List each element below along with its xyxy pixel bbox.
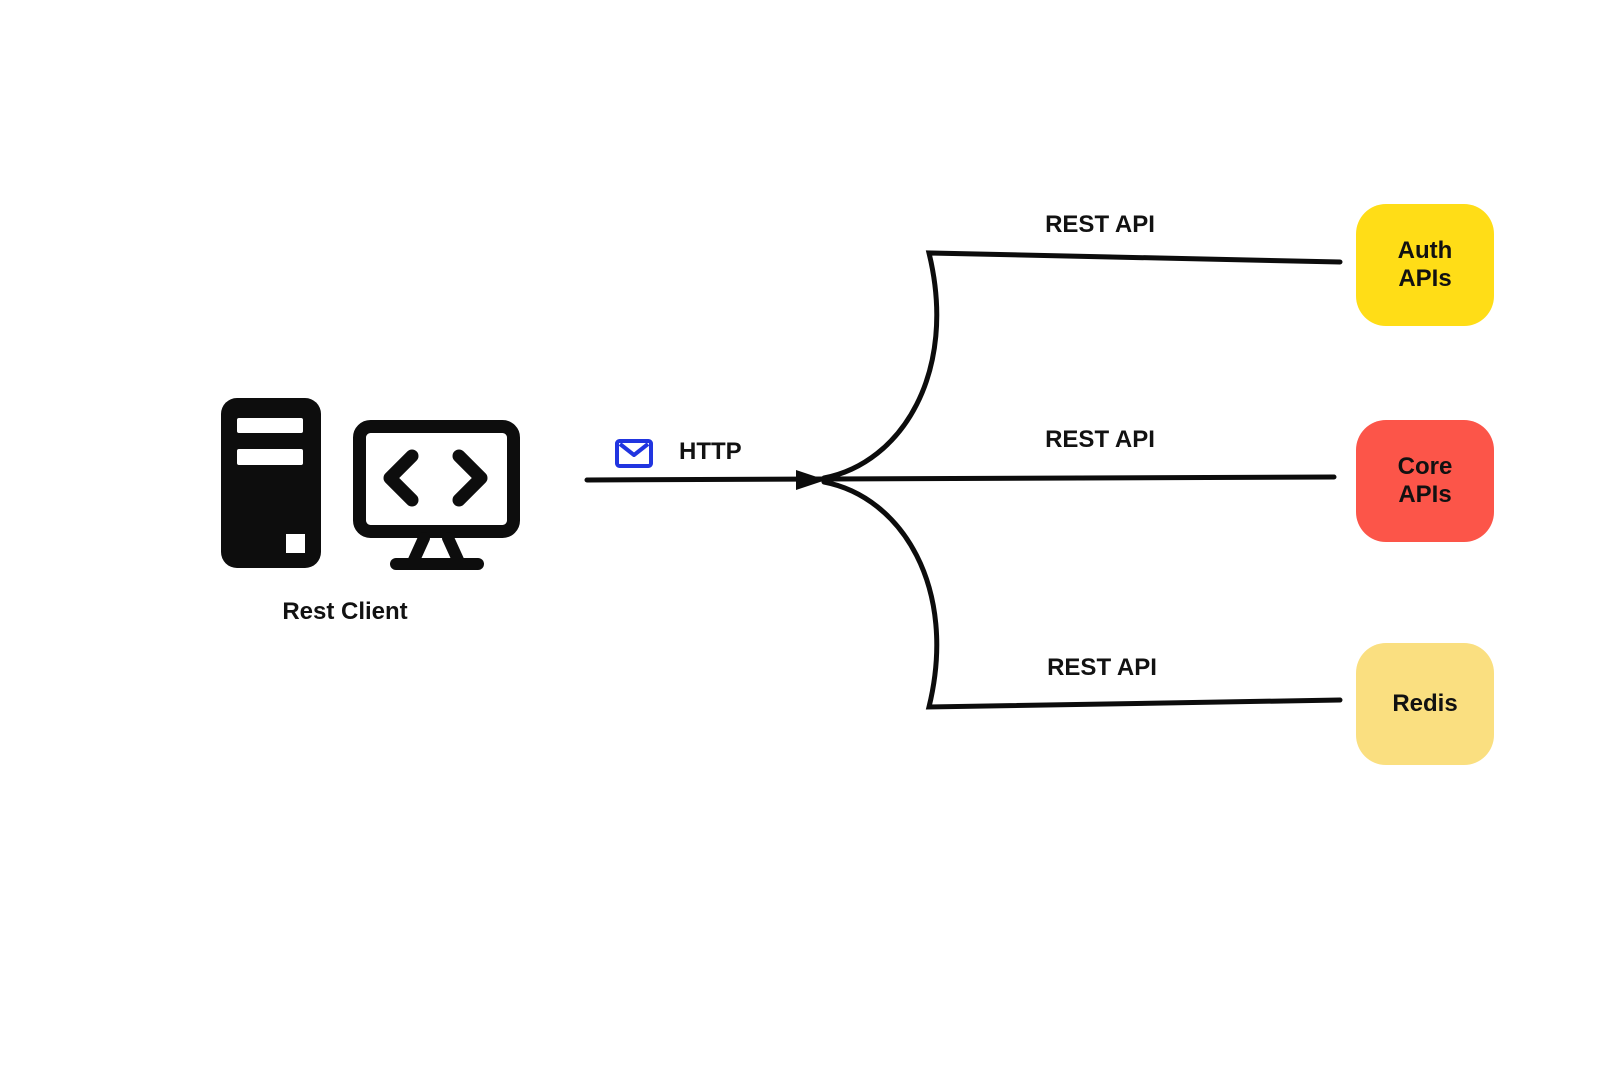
node-redis-label: Redis [1392,689,1458,717]
client-label: Rest Client [282,598,408,625]
connector-middle [584,474,1337,483]
connection-label-redis: REST API [1047,654,1157,681]
arrowhead-icon [796,470,826,490]
mail-icon [615,439,653,468]
connector-bottom [821,479,1343,710]
connection-label-core: REST API [1045,426,1155,453]
tower-icon [221,398,321,568]
node-core-apis: Core APIs [1356,420,1494,542]
http-label: HTTP [679,438,742,465]
code-monitor-icon [353,420,520,570]
connection-label-auth: REST API [1045,211,1155,238]
node-auth-apis-label: Auth APIs [1397,236,1453,292]
node-core-apis-label: Core APIs [1397,452,1453,508]
node-redis: Redis [1356,643,1494,765]
node-auth-apis: Auth APIs [1356,204,1494,326]
connector-top [821,250,1343,481]
computer-icon [221,398,520,570]
